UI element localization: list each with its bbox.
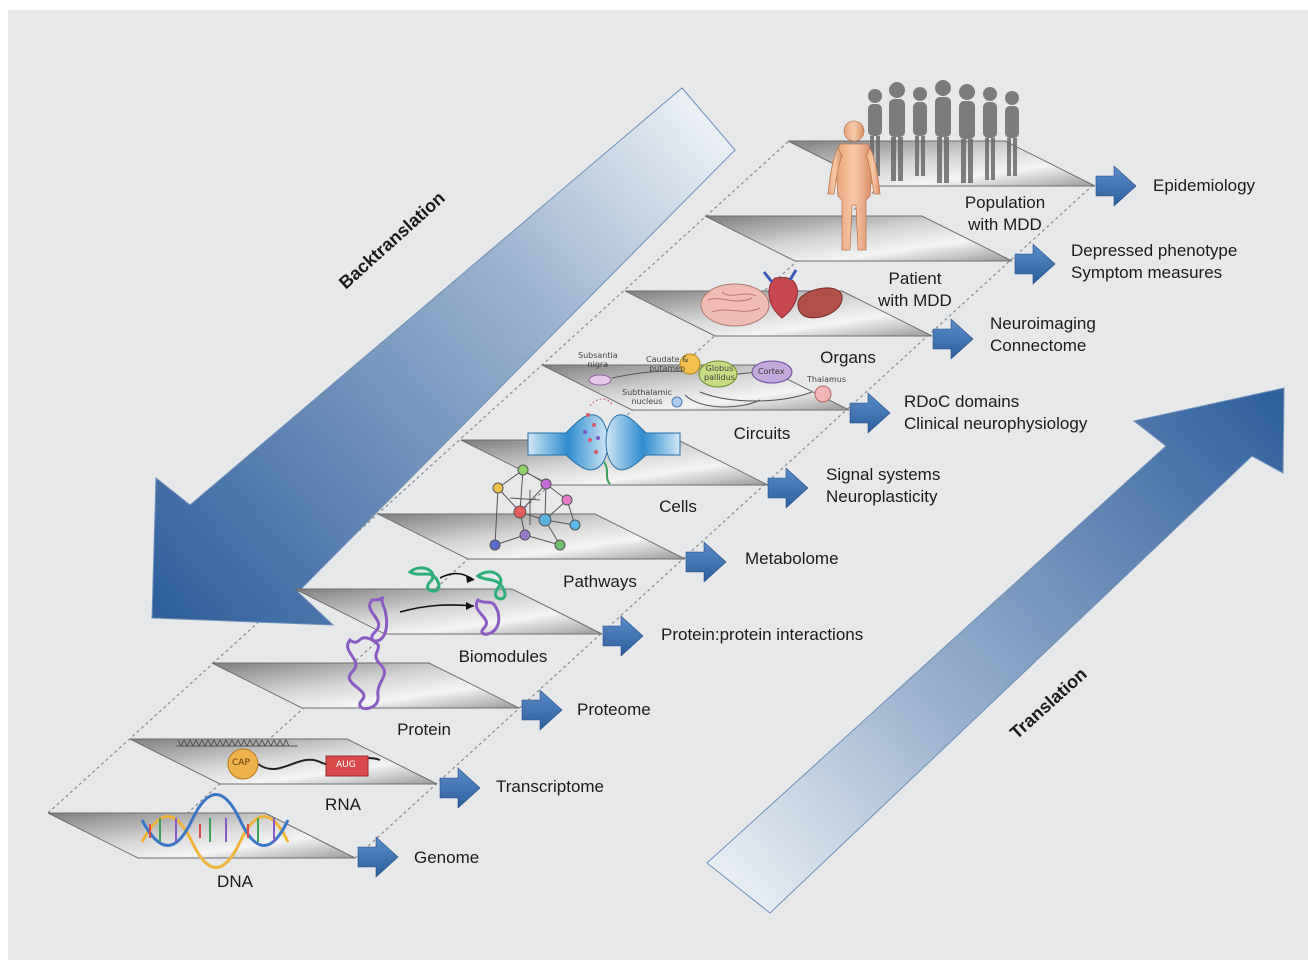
output-label-metabolome: Metabolome bbox=[745, 549, 839, 568]
level-label-dna: DNA bbox=[217, 872, 253, 891]
output-label-epidemiology: Epidemiology bbox=[1153, 176, 1256, 195]
mrna-icon bbox=[176, 738, 381, 780]
output-label-transcriptome: Transcriptome bbox=[496, 777, 605, 796]
arrow-population bbox=[1095, 165, 1137, 207]
circuit-label-cortex: Cortex bbox=[758, 367, 785, 376]
human-body-icon bbox=[827, 120, 881, 251]
organs-icon bbox=[700, 269, 843, 327]
circuit-label-substantia-nigra: Subsantia nigra bbox=[578, 351, 618, 369]
circuit-label-subthalamic: Subthalamic nucleus bbox=[622, 388, 672, 406]
arrow-transcriptome bbox=[439, 767, 481, 809]
arrow-metabolome bbox=[685, 541, 727, 583]
circuit-label-globus: Globus pallidus bbox=[704, 364, 735, 382]
level-label-cells: Cells bbox=[659, 497, 697, 516]
level-label-biomodules: Biomodules bbox=[458, 647, 548, 666]
level-label-pathways: Pathways bbox=[563, 572, 637, 591]
protein-complex-icon bbox=[368, 566, 507, 643]
aug-label: AUG bbox=[336, 760, 356, 770]
output-label-rdoc: RDoC domains Clinical neurophysiology bbox=[904, 392, 1088, 433]
output-label-genome: Genome bbox=[414, 848, 480, 867]
arrow-circuits bbox=[849, 392, 891, 434]
circuit-label-thalamus: Thalamus bbox=[807, 375, 847, 384]
output-label-signal-systems: Signal systems Neuroplasticity bbox=[826, 465, 941, 506]
dna-helix-icon bbox=[140, 793, 290, 869]
output-arrows bbox=[357, 165, 1137, 878]
network-icon bbox=[489, 464, 581, 551]
level-label-protein: Protein bbox=[397, 720, 451, 739]
arrow-proteome bbox=[521, 689, 563, 731]
output-label-protein-interactions: Protein:protein interactions bbox=[661, 625, 864, 644]
synapse-icon bbox=[527, 398, 681, 485]
output-label-phenotype: Depressed phenotype Symptom measures bbox=[1071, 241, 1238, 282]
arrow-genome bbox=[357, 836, 399, 878]
output-label-neuroimaging: Neuroimaging Connectome bbox=[990, 314, 1096, 355]
level-label-organs: Organs bbox=[820, 348, 876, 367]
translation-arrow bbox=[706, 387, 1285, 914]
arrow-biomodules bbox=[602, 615, 644, 657]
level-label-rna: RNA bbox=[325, 795, 361, 814]
brain-circuit-icon bbox=[588, 353, 832, 408]
circuit-label-caudate: Caudate & putamen bbox=[646, 355, 689, 373]
level-label-circuits: Circuits bbox=[733, 424, 791, 443]
cap-label: CAP bbox=[232, 758, 250, 768]
arrow-cells bbox=[767, 467, 809, 509]
output-label-proteome: Proteome bbox=[577, 700, 651, 719]
arrow-patient bbox=[1014, 243, 1056, 285]
level-label-patient: Patient with MDD bbox=[878, 269, 952, 310]
level-label-population: Population with MDD bbox=[964, 193, 1046, 234]
arrow-organs bbox=[932, 318, 974, 360]
backtranslation-arrow bbox=[151, 87, 736, 626]
